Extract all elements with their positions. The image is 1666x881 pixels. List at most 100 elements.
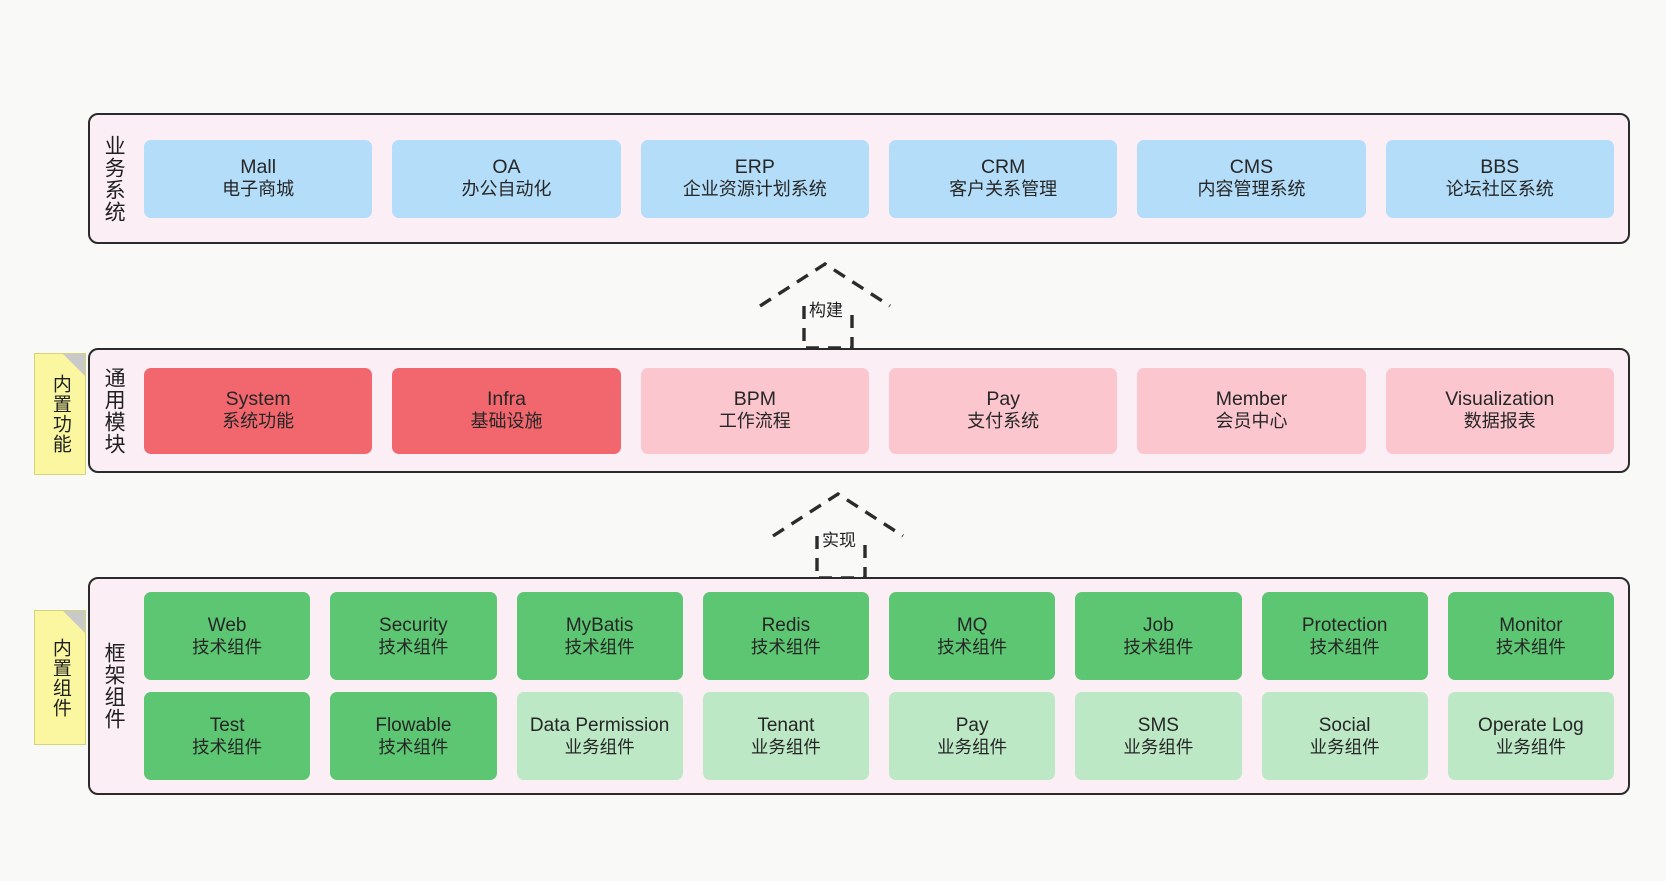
card-name: SMS — [1137, 714, 1179, 736]
card-desc: 业务组件 — [937, 736, 1008, 757]
layer-body-common-modules: System 系统功能 Infra 基础设施 BPM 工作流程 Pay 支付系统… — [136, 350, 1628, 471]
module-card-infra[interactable]: Infra 基础设施 — [392, 367, 621, 454]
card-desc: 数据报表 — [1463, 411, 1536, 432]
card-desc: 内容管理系统 — [1197, 179, 1306, 200]
connector-label-build: 构建 — [807, 296, 845, 321]
card-desc: 技术组件 — [192, 636, 263, 657]
component-card-sms[interactable]: SMS 业务组件 — [1075, 692, 1242, 780]
component-card-job[interactable]: Job 技术组件 — [1075, 592, 1242, 680]
card-desc: 技术组件 — [1309, 636, 1380, 657]
card-name: System — [225, 387, 291, 410]
note-text: 内置组件 — [49, 637, 71, 718]
component-card-web[interactable]: Web 技术组件 — [144, 592, 311, 680]
card-desc: 技术组件 — [750, 636, 821, 657]
sticky-note-builtin-function: 内置功能 — [34, 353, 86, 475]
card-name: Job — [1143, 614, 1174, 636]
connector-implement: 实现 — [772, 491, 913, 580]
card-desc: 论坛社区系统 — [1445, 179, 1554, 200]
card-desc: 技术组件 — [937, 636, 1008, 657]
note-fold-corner-icon — [63, 354, 85, 376]
card-row: System 系统功能 Infra 基础设施 BPM 工作流程 Pay 支付系统… — [144, 367, 1614, 454]
card-name: Monitor — [1499, 614, 1563, 636]
component-card-tenant[interactable]: Tenant 业务组件 — [702, 692, 869, 780]
card-name: Social — [1318, 714, 1371, 736]
module-card-visualization[interactable]: Visualization 数据报表 — [1385, 367, 1614, 454]
card-name: Operate Log — [1478, 714, 1584, 736]
module-card-system[interactable]: System 系统功能 — [144, 367, 373, 454]
component-card-social[interactable]: Social 业务组件 — [1261, 692, 1428, 780]
card-desc: 企业资源计划系统 — [682, 179, 827, 200]
connector-label-implement: 实现 — [820, 526, 858, 551]
layer-business-systems: 业务系统 Mall 电子商城 OA 办公自动化 ERP 企业资源计划系统 CRM… — [88, 113, 1630, 244]
card-name: BBS — [1480, 155, 1520, 178]
card-desc: 支付系统 — [967, 411, 1040, 432]
card-name: MQ — [956, 614, 988, 636]
component-card-monitor[interactable]: Monitor 技术组件 — [1447, 592, 1614, 680]
card-name: Pay — [955, 714, 989, 736]
card-name: Flowable — [375, 714, 452, 736]
component-card-operate-log[interactable]: Operate Log 业务组件 — [1447, 692, 1614, 780]
card-row: Web 技术组件 Security 技术组件 MyBatis 技术组件 Redi… — [144, 592, 1614, 680]
card-desc: 系统功能 — [222, 411, 295, 432]
card-name: Mall — [240, 155, 277, 178]
card-name: Protection — [1301, 614, 1388, 636]
card-desc: 技术组件 — [1495, 636, 1566, 657]
card-desc: 业务组件 — [1495, 736, 1566, 757]
module-card-pay[interactable]: Pay 支付系统 — [888, 367, 1118, 454]
card-name: Data Permission — [529, 714, 670, 736]
card-row: Mall 电子商城 OA 办公自动化 ERP 企业资源计划系统 CRM 客户关系… — [144, 139, 1614, 218]
card-name: Pay — [986, 387, 1020, 410]
module-card-member[interactable]: Member 会员中心 — [1137, 367, 1366, 454]
card-row: Test 技术组件 Flowable 技术组件 Data Permission … — [144, 692, 1614, 780]
connector-build: 构建 — [759, 261, 900, 350]
component-card-data-permission[interactable]: Data Permission 业务组件 — [516, 692, 683, 780]
card-desc: 电子商城 — [222, 179, 295, 200]
card-name: CRM — [980, 155, 1026, 178]
card-desc: 业务组件 — [564, 736, 635, 757]
card-name: OA — [492, 155, 521, 178]
card-desc: 办公自动化 — [461, 179, 552, 200]
layer-title-business-systems: 业务系统 — [102, 134, 126, 223]
module-card-crm[interactable]: CRM 客户关系管理 — [888, 139, 1118, 218]
card-name: ERP — [734, 155, 775, 178]
module-card-cms[interactable]: CMS 内容管理系统 — [1137, 139, 1366, 218]
sticky-note-builtin-component: 内置组件 — [34, 610, 86, 745]
component-card-protection[interactable]: Protection 技术组件 — [1261, 592, 1428, 680]
card-name: Visualization — [1445, 387, 1555, 410]
component-card-mq[interactable]: MQ 技术组件 — [889, 592, 1056, 680]
component-card-redis[interactable]: Redis 技术组件 — [702, 592, 869, 680]
card-desc: 工作流程 — [718, 411, 791, 432]
card-name: Web — [207, 614, 247, 636]
layer-title-framework-components: 框架组件 — [102, 642, 126, 730]
card-desc: 会员中心 — [1215, 411, 1288, 432]
module-card-oa[interactable]: OA 办公自动化 — [392, 139, 621, 218]
card-name: MyBatis — [565, 614, 634, 636]
module-card-erp[interactable]: ERP 企业资源计划系统 — [640, 139, 869, 218]
card-name: Infra — [486, 387, 526, 410]
implement-arrow-head — [772, 491, 904, 538]
component-card-mybatis[interactable]: MyBatis 技术组件 — [516, 592, 683, 680]
card-desc: 技术组件 — [564, 636, 635, 657]
card-desc: 业务组件 — [750, 736, 821, 757]
card-desc: 技术组件 — [1123, 636, 1194, 657]
card-name: Member — [1215, 387, 1288, 410]
component-card-pay[interactable]: Pay 业务组件 — [889, 692, 1056, 780]
layer-title-common-modules: 通用模块 — [102, 366, 126, 455]
build-arrow-head — [759, 261, 891, 308]
component-card-security[interactable]: Security 技术组件 — [330, 592, 497, 680]
module-card-bbs[interactable]: BBS 论坛社区系统 — [1385, 139, 1614, 218]
note-text: 内置功能 — [49, 374, 71, 454]
layer-body-business-systems: Mall 电子商城 OA 办公自动化 ERP 企业资源计划系统 CRM 客户关系… — [136, 115, 1628, 242]
card-name: BPM — [733, 387, 776, 410]
card-name: Security — [379, 614, 448, 636]
module-card-mall[interactable]: Mall 电子商城 — [144, 139, 373, 218]
component-card-test[interactable]: Test 技术组件 — [144, 692, 311, 780]
card-desc: 业务组件 — [1309, 736, 1380, 757]
card-name: Redis — [761, 614, 811, 636]
card-name: Test — [209, 714, 245, 736]
module-card-bpm[interactable]: BPM 工作流程 — [640, 367, 869, 454]
card-desc: 技术组件 — [192, 736, 263, 757]
layer-body-framework-components: Web 技术组件 Security 技术组件 MyBatis 技术组件 Redi… — [136, 579, 1628, 793]
component-card-flowable[interactable]: Flowable 技术组件 — [330, 692, 497, 780]
